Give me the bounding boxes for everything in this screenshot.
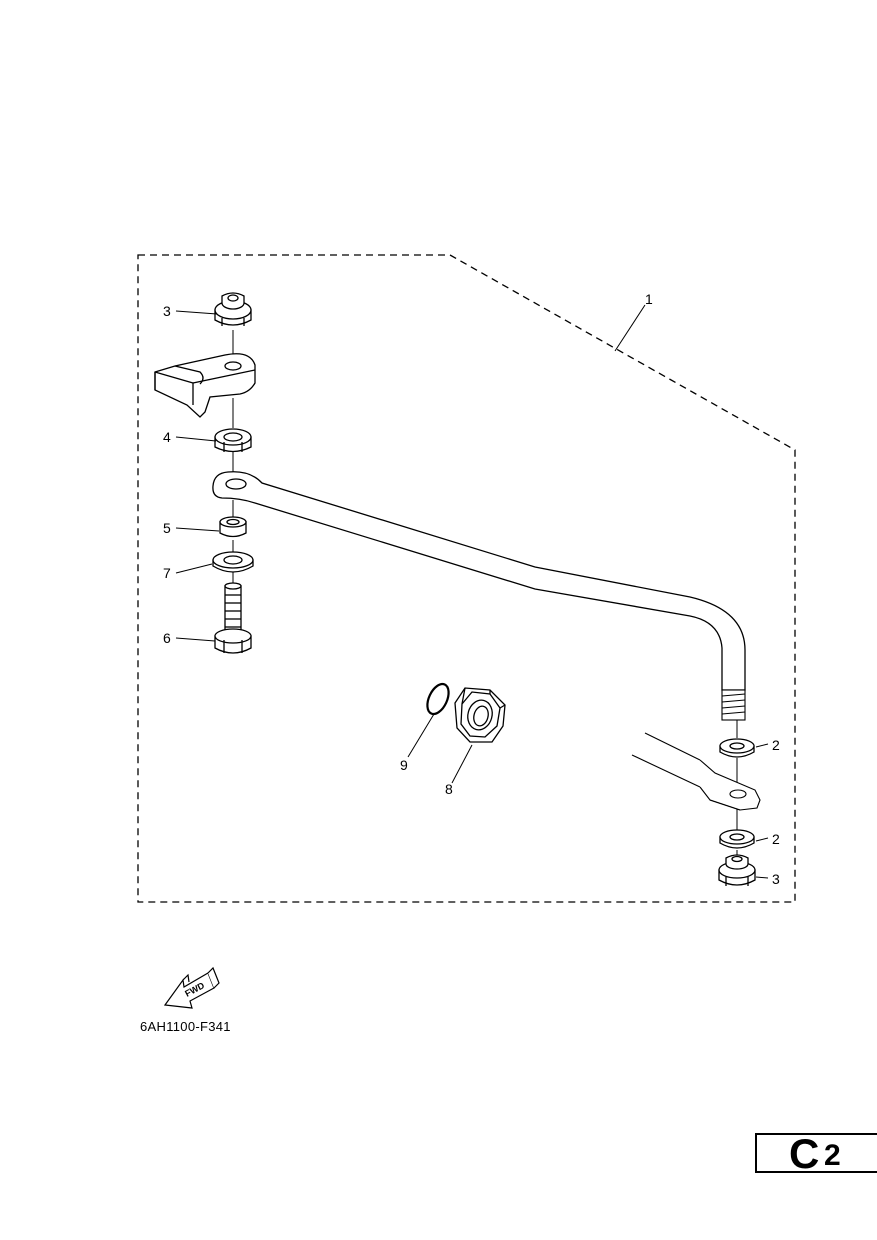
lock-nut-bottom: [718, 854, 756, 886]
bolt: [214, 582, 252, 654]
callout-1: 1: [645, 291, 653, 307]
lock-nut-top: [214, 292, 252, 326]
callout-7: 7: [163, 565, 171, 581]
page-badge: C 2: [755, 1131, 877, 1177]
callout-4: 4: [163, 429, 171, 445]
page-badge-letter: C: [789, 1130, 820, 1177]
callout-2-lower: 2: [772, 831, 780, 847]
washer-right-lower: [719, 829, 755, 849]
steering-arm: [631, 732, 761, 811]
collar: [219, 516, 247, 538]
large-lock-nut: [454, 687, 506, 743]
rod-thread: [721, 689, 746, 721]
callout-8: 8: [445, 781, 453, 797]
kit-boundary: [137, 254, 796, 903]
diagram-code: 6AH1100-F341: [140, 1019, 231, 1034]
washer-right-upper: [719, 738, 755, 758]
callout-9: 9: [400, 757, 408, 773]
leader-lines: [175, 304, 769, 879]
page-badge-number: 2: [824, 1139, 841, 1172]
callout-3-top: 3: [163, 303, 171, 319]
callout-3-bottom: 3: [772, 871, 780, 887]
bracket: [154, 353, 256, 418]
steering-link-rod: [212, 471, 746, 691]
callout-6: 6: [163, 630, 171, 646]
callout-5: 5: [163, 520, 171, 536]
o-ring: [426, 682, 450, 716]
callout-2-upper: 2: [772, 737, 780, 753]
hex-nut: [214, 428, 252, 453]
washer-left: [212, 551, 254, 573]
fwd-arrow-icon: FWD: [163, 966, 220, 1009]
